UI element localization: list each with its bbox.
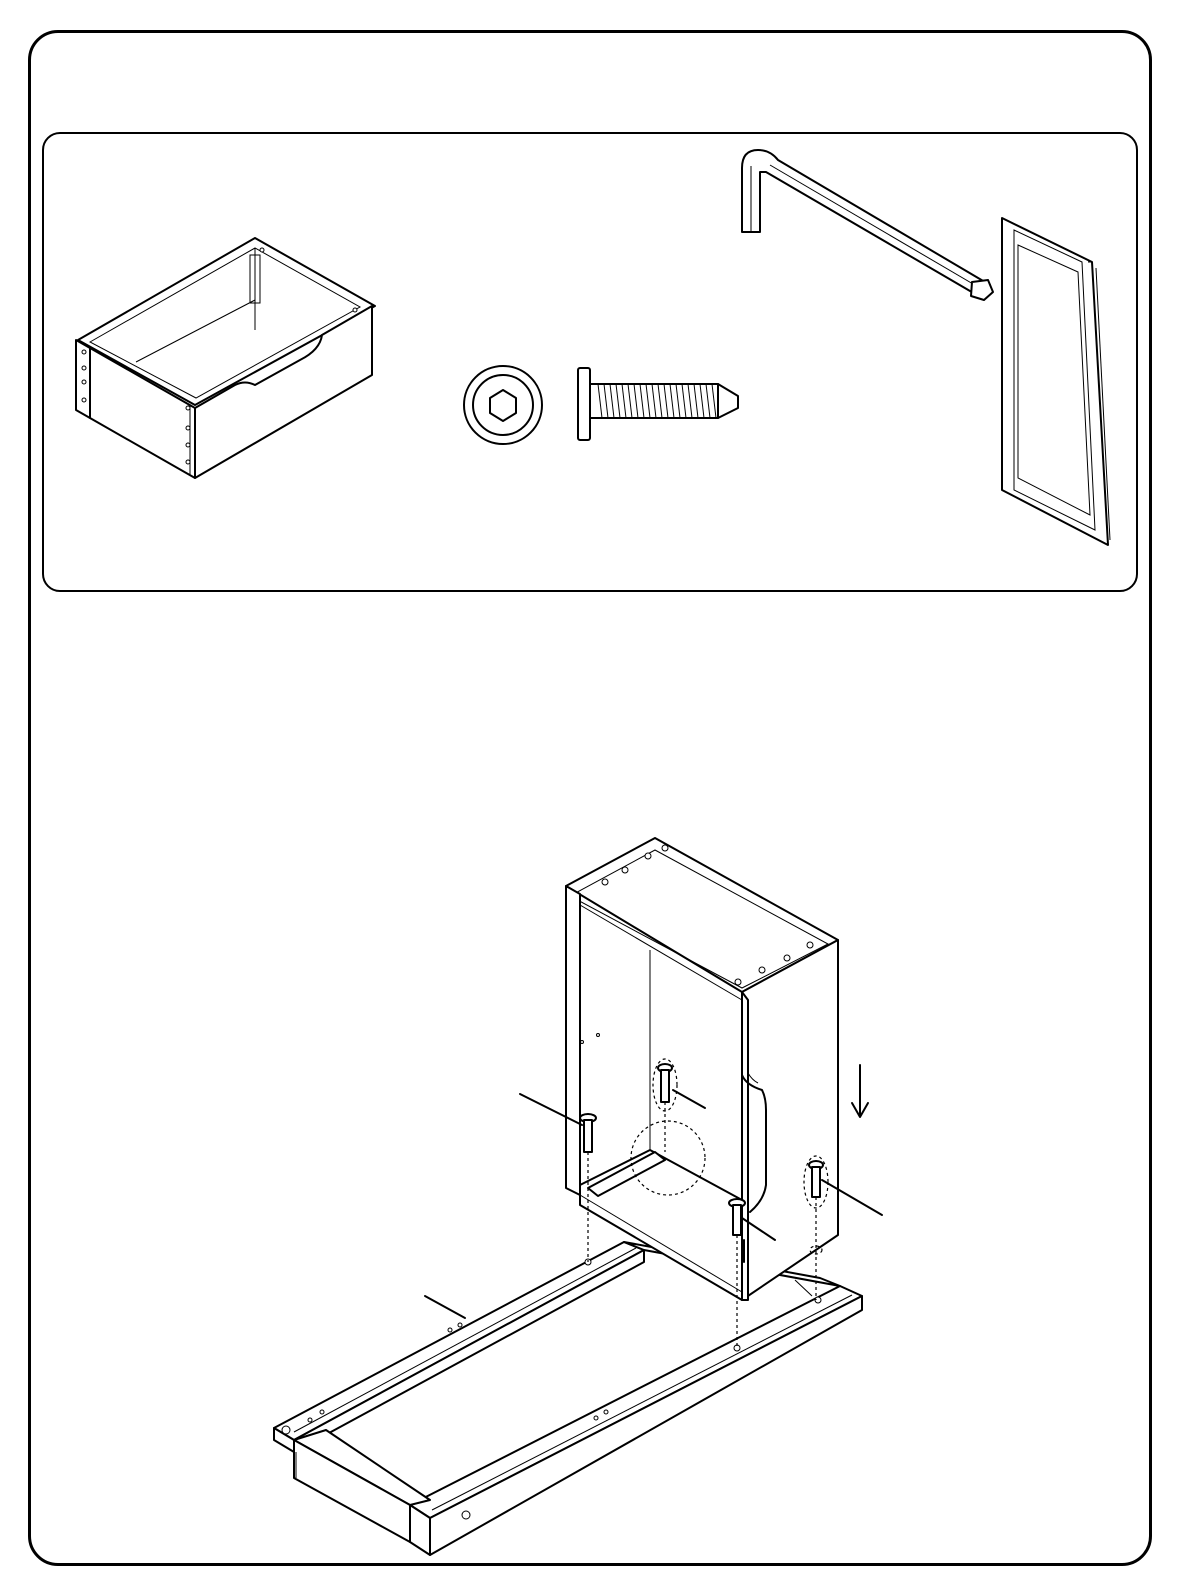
cabinet-illustration [566,838,838,1300]
allen-key-illustration [742,150,993,300]
bolt-illustration [578,368,738,440]
door-frame-illustration [1002,218,1110,545]
drawer-box-illustration [76,238,375,478]
down-arrow-icon [852,1065,868,1117]
bolt-left [520,1094,596,1262]
base-frame-illustration [274,1242,862,1555]
base-frame-leader [425,1296,465,1318]
connector-cap-illustration [464,366,542,444]
